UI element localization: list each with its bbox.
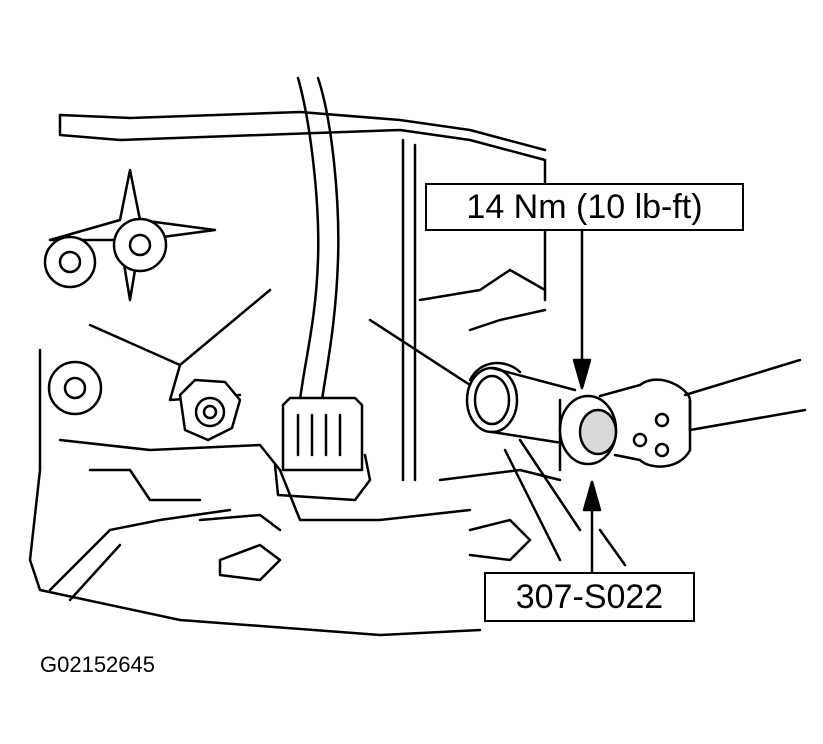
electrical-connector <box>273 396 372 502</box>
torque-spec-callout: 14 Nm (10 lb-ft) <box>425 183 744 231</box>
tool-number-callout: 307-S022 <box>484 572 695 622</box>
middle-left-bolt <box>47 288 272 442</box>
tool-leader-arrow <box>582 480 602 574</box>
center-tube <box>296 76 340 402</box>
torque-leader-arrow <box>572 229 592 390</box>
figure-id-label: G02152645 <box>40 652 155 677</box>
cable-assembly <box>368 318 807 567</box>
upper-left-bolt-bracket <box>43 168 217 302</box>
